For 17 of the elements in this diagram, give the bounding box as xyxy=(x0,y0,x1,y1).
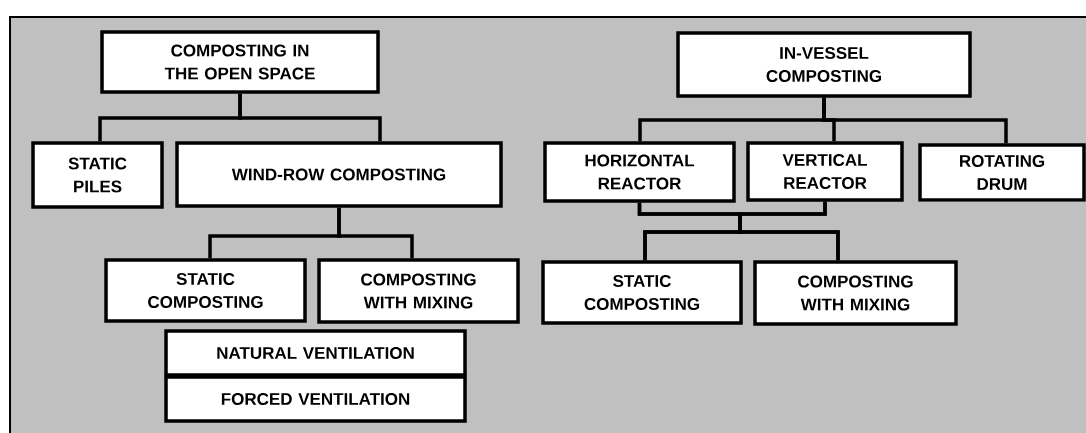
connector-line xyxy=(738,201,840,261)
category-box: STATIC PILES xyxy=(31,141,164,209)
connector-line xyxy=(822,97,1008,144)
category-box: STATIC COMPOSTING xyxy=(104,258,307,323)
category-box: HORIZONTAL REACTOR xyxy=(543,141,736,203)
category-box: IN-VESSEL COMPOSTING xyxy=(676,31,972,98)
category-box: FORCED VENTILATION xyxy=(164,375,467,423)
connector-line xyxy=(238,93,382,142)
category-box: WIND-ROW COMPOSTING xyxy=(175,141,503,208)
connector-line xyxy=(337,207,414,259)
category-box: COMPOSTING WITH MIXING xyxy=(317,258,520,324)
category-box: NATURAL VENTILATION xyxy=(164,329,467,377)
category-box: COMPOSTING IN THE OPEN SPACE xyxy=(100,30,380,94)
category-box: VERTICAL REACTOR xyxy=(746,141,904,202)
category-box: COMPOSTING WITH MIXING xyxy=(753,260,958,326)
category-box: STATIC COMPOSTING xyxy=(541,260,743,325)
category-box: ROTATING DRUM xyxy=(918,143,1086,202)
